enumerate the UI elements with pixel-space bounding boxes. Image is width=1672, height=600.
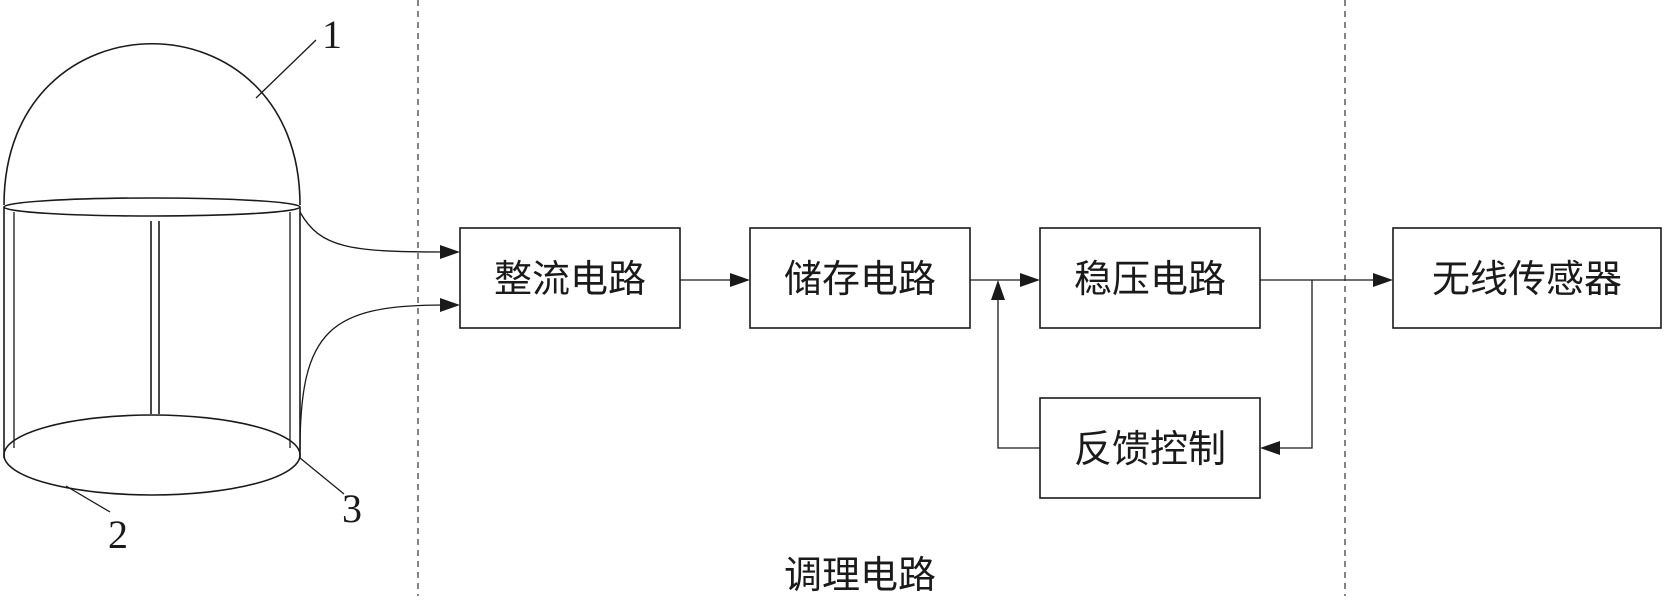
sensor-label: 无线传感器: [1432, 257, 1622, 301]
leader-1: [255, 39, 317, 99]
arrowhead-rectifier-storage: [730, 273, 750, 287]
wire-feedback-junction: [997, 296, 1040, 449]
arrowhead-feedback-junction: [991, 280, 1005, 300]
region-label-conditioning: 调理电路: [784, 553, 936, 597]
feedback-label: 反馈控制: [1074, 427, 1226, 471]
storage-box: [749, 227, 971, 329]
arrowhead-regulator-sensor: [1373, 273, 1393, 287]
arrowhead-storage-regulator: [1020, 273, 1040, 287]
harvester-device: 1 2 3: [3, 12, 362, 557]
part-label-2: 2: [108, 512, 128, 557]
dome-cap: [3, 43, 301, 206]
regulator-label: 稳压电路: [1074, 257, 1226, 301]
arrowhead-bottom: [440, 298, 460, 312]
part-label-1: 1: [322, 12, 342, 57]
arrowhead-into-feedback: [1260, 441, 1280, 455]
sensor-box: [1392, 227, 1662, 329]
wire-regulator-feedback: [1276, 280, 1313, 449]
rectifier-label: 整流电路: [494, 257, 646, 301]
wire-bottom: [299, 304, 445, 451]
rectifier-box: [459, 227, 681, 329]
storage-label: 储存电路: [784, 257, 936, 301]
regulator-box: [1039, 227, 1261, 329]
bottom-plate: [3, 414, 301, 496]
top-plate: [3, 197, 301, 217]
leader-2: [65, 485, 111, 513]
arrowhead-top: [440, 245, 460, 259]
part-label-3: 3: [342, 486, 362, 531]
wire-top: [299, 211, 445, 253]
leader-3: [299, 457, 345, 495]
